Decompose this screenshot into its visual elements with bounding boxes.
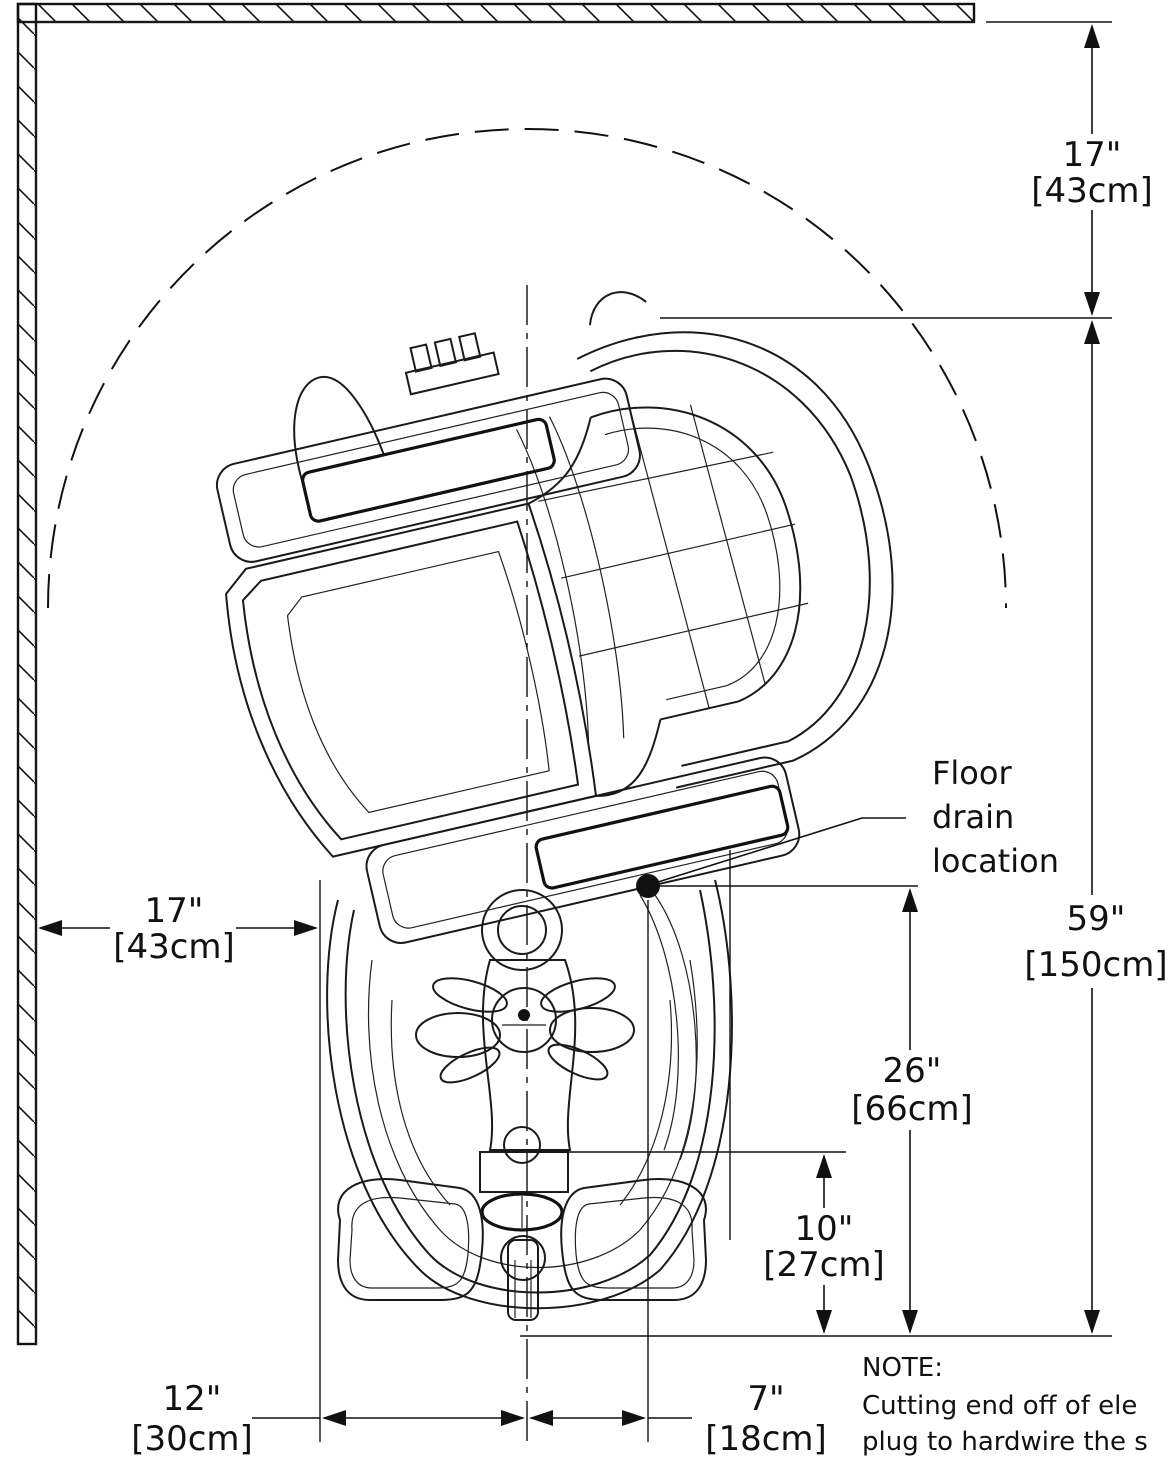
knob-icon	[415, 977, 635, 1084]
dim-base-width: 12" [30cm]	[131, 1379, 253, 1458]
dim-drain-to-end: 26" [66cm]	[851, 1051, 973, 1129]
dim-overall-length-metric: [150cm]	[1024, 945, 1167, 985]
water-fittings	[404, 332, 500, 396]
dim-top-clearance-metric: [43cm]	[1031, 171, 1153, 211]
floor-drain-label-line3: location	[932, 842, 1059, 880]
dim-footrest-imperial: 10"	[795, 1209, 854, 1249]
dim-footrest: 10" [27cm]	[763, 1209, 885, 1285]
note-line-2: plug to hardwire the s	[862, 1427, 1148, 1457]
dim-top-clearance: 17" [43cm]	[1031, 135, 1153, 211]
dim-side-clearance: 17" [43cm]	[113, 891, 235, 967]
floor-drain-label-line2: drain	[932, 798, 1014, 836]
dim-drain-offset-imperial: 7"	[747, 1379, 784, 1419]
drain-leader-line	[657, 817, 906, 883]
dim-side-clearance-imperial: 17"	[145, 891, 204, 931]
foot-basin	[326, 879, 733, 1321]
dim-overall-length: 59" [150cm]	[1024, 899, 1167, 985]
dim-drain-offset-metric: [18cm]	[705, 1419, 827, 1458]
note-heading: NOTE:	[862, 1353, 943, 1383]
dim-drain-to-end-imperial: 26"	[883, 1051, 942, 1091]
wall-left	[16, 2, 38, 1346]
floor-drain-label: Floor drain location	[932, 754, 1059, 880]
floor-drain-label-line1: Floor	[932, 754, 1012, 792]
dim-base-width-imperial: 12"	[163, 1379, 222, 1419]
wall-top	[16, 2, 976, 24]
dim-drain-offset: 7" [18cm]	[705, 1379, 827, 1458]
dim-side-clearance-metric: [43cm]	[113, 927, 235, 967]
note-line-1: Cutting end off of ele	[862, 1391, 1137, 1421]
spa-chair	[215, 291, 894, 944]
dim-base-width-metric: [30cm]	[131, 1419, 253, 1458]
drain-dot-icon	[636, 874, 660, 898]
dim-top-clearance-imperial: 17"	[1063, 135, 1122, 175]
installation-note: NOTE: Cutting end off of ele plug to har…	[862, 1353, 1148, 1457]
dim-overall-length-imperial: 59"	[1067, 899, 1126, 939]
recline-swing-arc	[47, 128, 1007, 609]
extension-lines	[319, 21, 1112, 1442]
dim-drain-to-end-metric: [66cm]	[851, 1089, 973, 1129]
dim-footrest-metric: [27cm]	[763, 1245, 885, 1285]
dimension-lines	[38, 24, 1100, 1426]
